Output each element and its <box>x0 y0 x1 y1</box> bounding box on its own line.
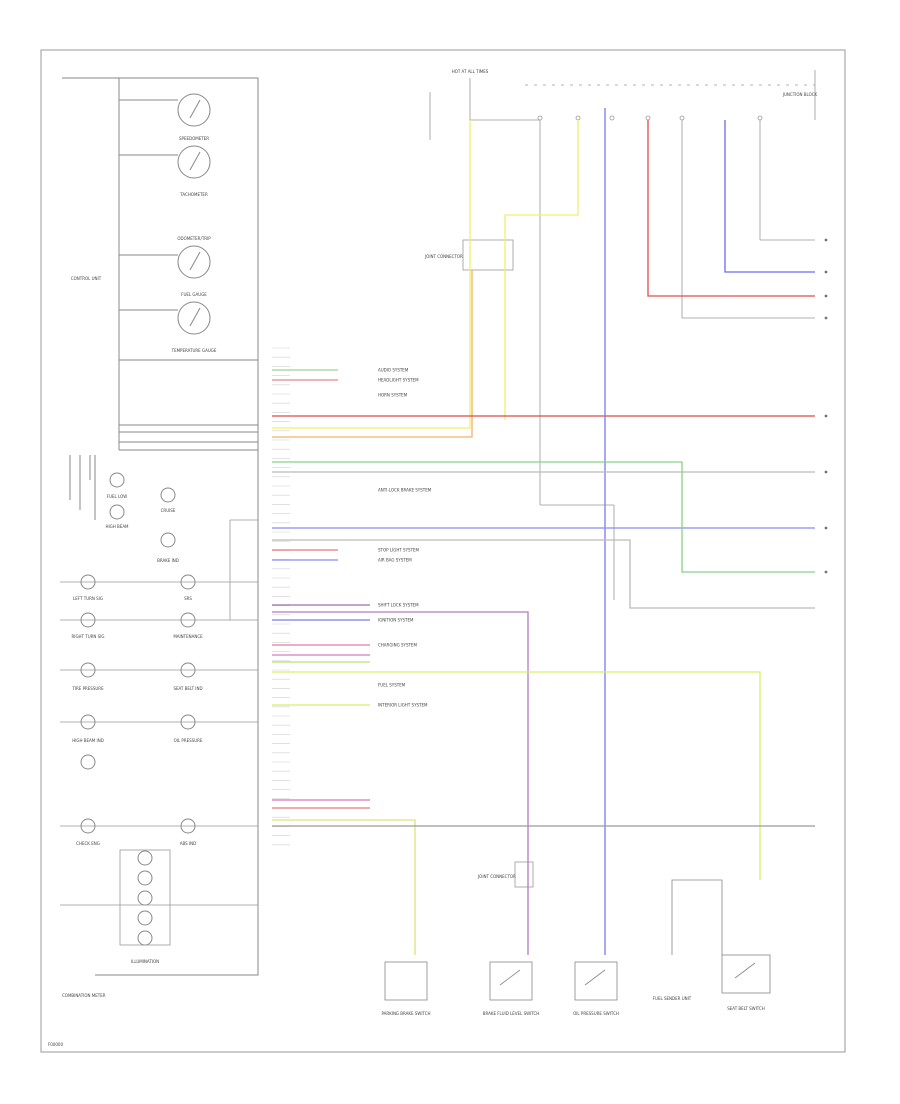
combination-meter-frame <box>62 77 259 976</box>
switch-label: SEAT BELT SWITCH <box>727 1006 765 1011</box>
indicator-label: RIGHT TURN SIG <box>71 634 104 639</box>
wire-yellow <box>272 120 471 429</box>
next-page-marker <box>824 238 828 242</box>
next-page-marker <box>824 526 828 530</box>
indicator-label: TIRE PRESSURE <box>71 686 104 691</box>
circuit-ref-label: AIR BAG SYSTEM <box>378 558 412 563</box>
next-page-marker <box>824 470 828 474</box>
wire-blue <box>724 120 815 273</box>
right-refs <box>824 238 828 574</box>
wire-green <box>272 461 815 573</box>
illumination-lamp <box>137 870 153 886</box>
indicator-label: SRS <box>184 596 192 601</box>
junction-label: JUNCTION BLOCK <box>782 92 818 97</box>
indicator-label: BRAKE IND <box>157 558 179 563</box>
wire-yellow-green <box>272 819 416 955</box>
switch-label: FUEL SENDER UNIT <box>653 996 692 1001</box>
circuit-ref-label: FUEL SYSTEM <box>378 683 406 688</box>
circuit-ref-label: HORN SYSTEM <box>378 393 408 398</box>
wire-orange <box>272 270 473 438</box>
indicator-leads <box>60 519 258 946</box>
gauge-label-fuel: FUEL GAUGE <box>181 292 207 297</box>
circuit-ref-label: AUDIO SYSTEM <box>378 368 409 373</box>
circuit-ref-label: HEADLIGHT SYSTEM <box>378 378 419 383</box>
switch-label: PARKING BRAKE SWITCH <box>381 1011 430 1016</box>
circuit-ref-label: IGNITION SYSTEM <box>378 618 414 623</box>
illumination-lamp <box>137 910 153 926</box>
circuit-ref-label: INTERIOR LIGHT SYSTEM <box>378 703 428 708</box>
indicator-label: HIGH BEAM IND <box>72 738 104 743</box>
gauge-group <box>119 93 211 335</box>
indicator-label: CHECK ENG <box>76 841 100 846</box>
indicator-label: FUEL LOW <box>107 494 127 499</box>
joint-connector-label: JOINT CONNECTOR <box>477 874 516 879</box>
indicator-label: LEFT TURN SIG <box>73 596 103 601</box>
brake-fluid-switch <box>489 961 533 1001</box>
indicator-lamps <box>80 472 196 946</box>
joint-connector-label: JOINT CONNECTOR <box>424 254 463 259</box>
next-page-marker <box>824 270 828 274</box>
indicator-lamp <box>160 532 176 548</box>
circuit-refs: AUDIO SYSTEM HEADLIGHT SYSTEM HORN SYSTEM A… <box>378 368 432 708</box>
wire-yellow-green <box>272 671 761 880</box>
meter-label: COMBINATION METER <box>62 993 106 998</box>
indicator-lamp <box>109 504 125 520</box>
indicator-label: CRUISE <box>161 508 176 513</box>
illumination-lamp <box>137 850 153 866</box>
indicator-lamp <box>109 472 125 488</box>
wire-gray <box>272 539 815 609</box>
circuit-ref-label: STOP LIGHT SYSTEM <box>378 548 420 553</box>
switch-label: BRAKE FLUID LEVEL SWITCH <box>483 1011 540 1016</box>
wire-group <box>272 108 815 955</box>
parking-brake-switch <box>384 961 428 1001</box>
switch-label: OIL PRESSURE SWITCH <box>573 1011 619 1016</box>
indicator-lamp <box>80 754 96 770</box>
fuse-box-label: HOT AT ALL TIMES <box>452 69 489 74</box>
indicator-label: MAINTENANCE <box>173 634 203 639</box>
illumination-label: ILLUMINATION <box>131 959 159 964</box>
gauge-label-tachometer: TACHOMETER <box>179 192 208 197</box>
power-distribution <box>429 70 816 600</box>
wire-red <box>647 120 815 297</box>
pin-labels <box>272 347 290 846</box>
next-page-marker <box>824 294 828 298</box>
joint-connector-top <box>462 239 514 271</box>
wire-violet <box>272 611 529 955</box>
gauge-label-speedometer: SPEEDOMETER <box>179 136 209 141</box>
circuit-ref-label: CHARGING SYSTEM <box>378 643 417 648</box>
circuit-ref-label: SHIFT LOCK SYSTEM <box>378 603 419 608</box>
switch-group <box>384 879 771 1001</box>
gauge-label-odometer: ODOMETER/TRIP <box>177 236 211 241</box>
indicator-label: ABS IND <box>180 841 196 846</box>
footer-code: F00000 <box>48 1042 63 1047</box>
indicator-lamp <box>160 487 176 503</box>
wire-yellow <box>504 120 579 420</box>
next-page-marker <box>824 570 828 574</box>
next-page-marker <box>824 414 828 418</box>
indicator-label: OIL PRESSURE <box>174 738 203 743</box>
illumination-lamp <box>137 930 153 946</box>
oil-pressure-switch <box>574 961 618 1001</box>
indicator-label: SEAT BELT IND <box>173 686 202 691</box>
next-page-marker <box>824 316 828 320</box>
indicator-label: HIGH BEAM <box>105 524 129 529</box>
illumination-lamp <box>137 890 153 906</box>
outer-frame <box>40 49 846 1053</box>
seat-belt-switch <box>721 954 771 994</box>
control-unit-label: CONTROL UNIT <box>71 276 102 281</box>
gauge-label-temperature: TEMPERATURE GAUGE <box>171 348 217 353</box>
circuit-ref-label: ANTI-LOCK BRAKE SYSTEM <box>378 488 432 493</box>
joint-connector-bottom <box>514 861 534 888</box>
